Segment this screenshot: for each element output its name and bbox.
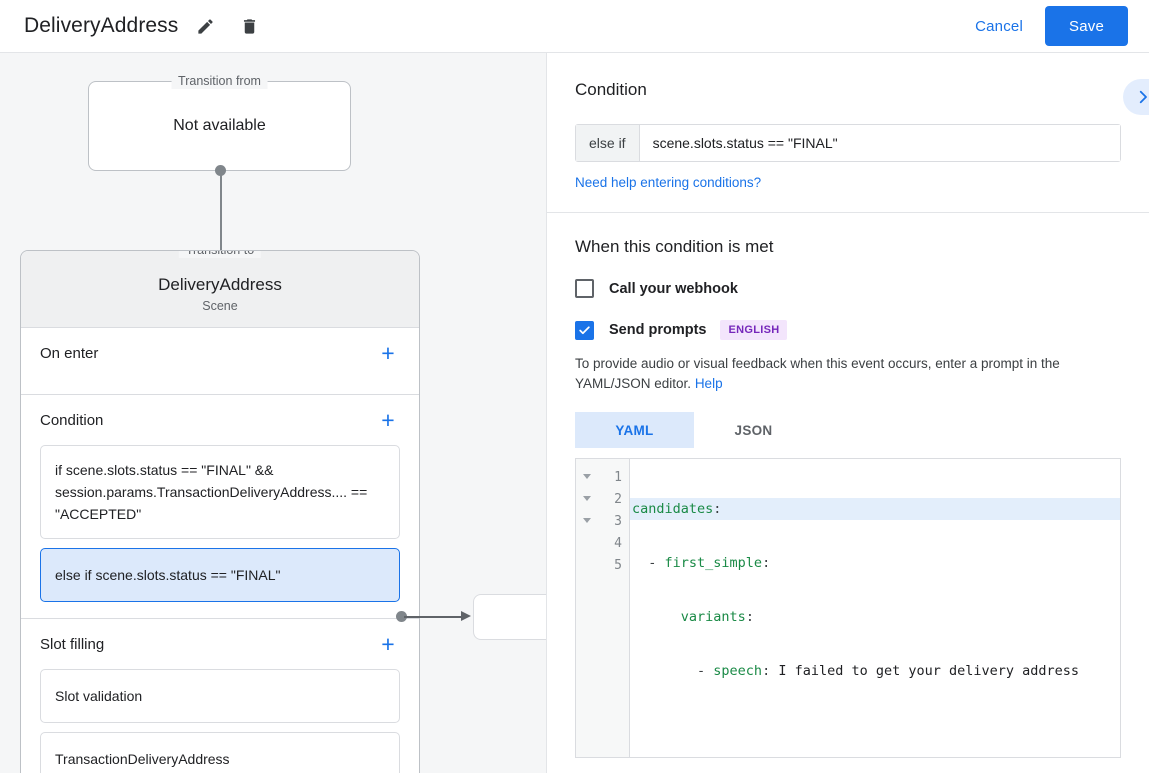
gutter-line[interactable]: 4	[576, 532, 629, 554]
prompts-hint: To provide audio or visual feedback when…	[575, 354, 1121, 394]
line-number: 1	[614, 469, 622, 485]
connector-line	[220, 171, 222, 259]
selected-condition-connector-line	[404, 616, 464, 618]
code-line[interactable]: candidates:	[630, 498, 1120, 520]
scene-node-header: DeliveryAddress Scene	[21, 251, 419, 328]
chevron-right-icon[interactable]	[1123, 79, 1149, 115]
code-key: candidates	[632, 501, 714, 517]
top-app-bar: DeliveryAddress Cancel Save	[0, 0, 1149, 53]
line-number: 2	[614, 491, 622, 507]
scene-node-kind: Scene	[202, 299, 238, 313]
code-line[interactable]: - speech: I failed to get your delivery …	[630, 660, 1120, 682]
add-condition-button[interactable]: +	[381, 406, 395, 433]
fold-arrow-icon[interactable]	[583, 496, 591, 501]
condition-input-row[interactable]: else if	[575, 124, 1121, 162]
code-line[interactable]	[630, 714, 1120, 736]
transition-from-node[interactable]: Transition from Not available	[88, 74, 351, 171]
condition-detail-panel: Condition else if Need help entering con…	[546, 53, 1149, 773]
pencil-icon-glyph	[198, 18, 213, 34]
when-condition-met-block: When this condition is met Call your web…	[547, 213, 1149, 758]
code-key: first_simple	[664, 555, 763, 571]
selected-condition-connector-dot	[396, 611, 407, 622]
line-number: 5	[614, 557, 622, 573]
selected-condition-connector-arrowhead	[461, 611, 471, 621]
fold-arrow-icon[interactable]	[583, 518, 591, 523]
gutter-line[interactable]: 3	[576, 510, 629, 532]
transition-to-node[interactable]: Transition to DeliveryAddress Scene On e…	[20, 250, 420, 773]
tab-yaml[interactable]: YAML	[575, 412, 694, 448]
trash-icon[interactable]	[232, 9, 266, 43]
editor-format-tabs: YAML JSON	[575, 412, 1121, 448]
section-on-enter: On enter +	[21, 328, 419, 395]
editor-code-area[interactable]: candidates: - first_simple: variants: - …	[630, 459, 1120, 757]
transition-to-legend: Transition to	[178, 251, 262, 258]
send-prompts-checkbox[interactable]	[575, 320, 594, 340]
call-webhook-label: Call your webhook	[609, 280, 738, 297]
code-key: speech	[713, 663, 763, 679]
prompts-hint-text: To provide audio or visual feedback when…	[575, 356, 1060, 391]
chevron-right-icon-glyph	[1139, 90, 1147, 104]
condition-expression-input[interactable]	[639, 125, 1120, 161]
section-condition: Condition + if scene.slots.status == "FI…	[21, 395, 419, 619]
call-webhook-checkbox[interactable]	[575, 279, 594, 298]
page-title: DeliveryAddress	[24, 14, 179, 37]
slot-validation-card[interactable]: Slot validation	[40, 669, 400, 723]
condition-block: Condition else if Need help entering con…	[547, 53, 1149, 213]
line-number: 3	[614, 513, 622, 529]
section-condition-header: Condition +	[40, 395, 400, 445]
condition-prefix-label: else if	[576, 125, 640, 161]
code-indent: -	[632, 663, 714, 679]
code-line[interactable]: - first_simple:	[630, 552, 1120, 574]
code-colon: :	[713, 501, 722, 517]
transition-from-legend: Transition from	[171, 74, 268, 89]
save-button[interactable]: Save	[1045, 6, 1128, 46]
section-slot-filling: Slot filling + Slot validation Transacti…	[21, 619, 419, 773]
code-colon: :	[762, 555, 771, 571]
section-on-enter-header: On enter +	[40, 328, 400, 378]
section-slot-filling-title: Slot filling	[40, 635, 105, 653]
add-slot-filling-button[interactable]: +	[381, 630, 395, 657]
send-prompts-row[interactable]: Send prompts ENGLISH	[575, 320, 1121, 340]
section-condition-title: Condition	[40, 411, 104, 429]
condition-help-link[interactable]: Need help entering conditions?	[575, 175, 762, 190]
section-slot-filling-header: Slot filling +	[40, 619, 400, 669]
target-node-placeholder[interactable]	[473, 594, 546, 640]
scene-node-name: DeliveryAddress	[158, 275, 282, 294]
tab-json[interactable]: JSON	[734, 422, 773, 438]
gutter-line[interactable]: 1	[576, 466, 629, 488]
line-number: 4	[614, 535, 622, 551]
flow-canvas[interactable]: Transition from Not available Transition…	[0, 53, 546, 773]
code-value: I failed to get your delivery address	[770, 663, 1080, 679]
section-on-enter-title: On enter	[40, 344, 99, 362]
code-indent	[632, 609, 681, 625]
check-icon	[579, 325, 590, 334]
condition-card[interactable]: if scene.slots.status == "FINAL" && sess…	[40, 445, 400, 539]
yaml-editor[interactable]: 1 2 3 4 5 candidates: - first_simple: va…	[575, 458, 1121, 758]
gutter-line[interactable]: 2	[576, 488, 629, 510]
slot-card-transaction-delivery-address[interactable]: TransactionDeliveryAddress	[40, 732, 400, 773]
code-colon: :	[762, 663, 771, 679]
cancel-button[interactable]: Cancel	[963, 10, 1035, 43]
condition-card-selected[interactable]: else if scene.slots.status == "FINAL"	[40, 548, 400, 602]
prompts-hint-help-link[interactable]: Help	[694, 376, 723, 391]
when-condition-met-heading: When this condition is met	[575, 237, 774, 256]
language-badge: ENGLISH	[720, 320, 788, 340]
editor-gutter: 1 2 3 4 5	[576, 459, 630, 757]
gutter-line[interactable]: 5	[576, 554, 629, 576]
code-colon: :	[745, 609, 754, 625]
connector-dot	[215, 165, 226, 176]
webhook-row[interactable]: Call your webhook	[575, 279, 1121, 298]
pencil-icon[interactable]	[188, 9, 222, 43]
send-prompts-label: Send prompts	[609, 322, 707, 338]
add-on-enter-button[interactable]: +	[381, 339, 395, 366]
transition-from-title: Not available	[173, 117, 266, 134]
code-line[interactable]: variants:	[630, 606, 1120, 628]
code-indent: -	[632, 555, 665, 571]
code-key: variants	[680, 609, 746, 625]
fold-arrow-icon[interactable]	[583, 474, 591, 479]
trash-icon-glyph	[243, 18, 255, 34]
condition-heading: Condition	[575, 80, 647, 99]
